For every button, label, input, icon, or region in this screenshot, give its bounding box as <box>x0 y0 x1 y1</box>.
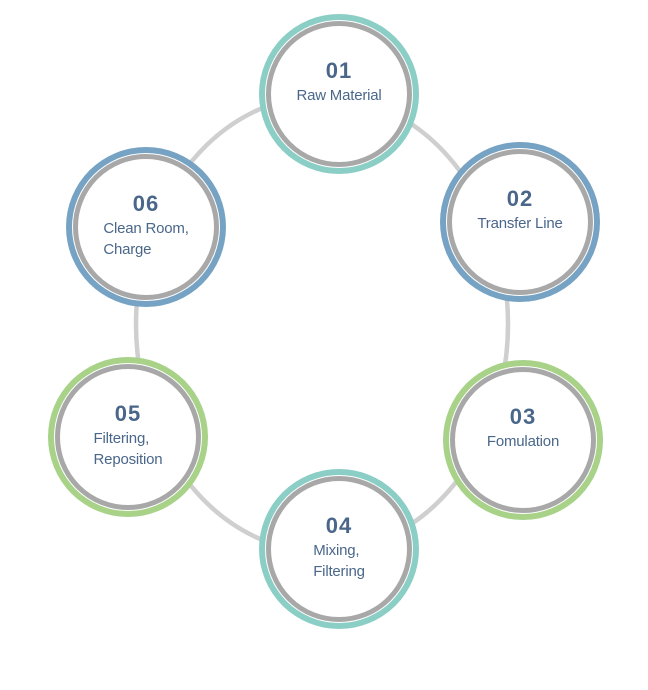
step-label: Transfer Line <box>477 215 563 232</box>
step-number: 05 <box>114 401 142 426</box>
step-number: 01 <box>325 58 353 83</box>
step-text-02: 02 Transfer Line <box>452 188 588 234</box>
step-label: Mixing, Filtering <box>313 542 365 580</box>
step-text-03: 03 Fomulation <box>455 406 591 452</box>
step-text-01: 01 Raw Material <box>271 60 407 106</box>
step-text-05: 05 Filtering, Reposition <box>60 403 196 470</box>
step-label: Filtering, Reposition <box>93 430 163 468</box>
step-circle-04: 04 Mixing, Filtering <box>266 476 412 622</box>
step-circle-02: 02 Transfer Line <box>447 149 593 295</box>
step-circle-06: 06 Clean Room, Charge <box>73 154 219 300</box>
step-number: 04 <box>325 513 353 538</box>
step-label: Fomulation <box>486 433 560 450</box>
step-number: 02 <box>506 186 534 211</box>
step-label: Raw Material <box>296 87 382 104</box>
step-text-06: 06 Clean Room, Charge <box>78 193 214 260</box>
step-number: 03 <box>509 404 537 429</box>
step-number: 06 <box>132 191 160 216</box>
step-circle-01: 01 Raw Material <box>266 21 412 167</box>
step-label: Clean Room, Charge <box>103 220 189 258</box>
step-circle-03: 03 Fomulation <box>450 367 596 513</box>
step-text-04: 04 Mixing, Filtering <box>271 515 407 582</box>
step-circle-05: 05 Filtering, Reposition <box>55 364 201 510</box>
